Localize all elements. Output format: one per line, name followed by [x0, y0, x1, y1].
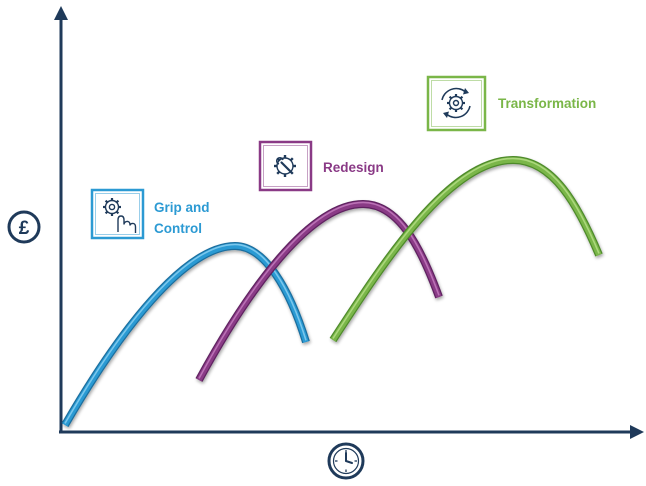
hand-gear-icon	[90, 188, 145, 240]
gear-cycle-icon	[426, 75, 487, 132]
gear-wrench-icon	[258, 140, 313, 192]
stage-label-line: Redesign	[323, 160, 384, 175]
stage-label-line: Grip and	[154, 200, 210, 215]
curve-redesign	[195, 199, 443, 382]
x-axis-arrow	[630, 425, 644, 439]
curves	[61, 155, 603, 428]
stage-label-line: Control	[154, 221, 202, 236]
stage-label-redesign: Redesign	[323, 160, 384, 175]
stage-label-transformation: Transformation	[498, 96, 596, 111]
pound-symbol: £	[19, 218, 30, 239]
stage-redesign: Redesign	[258, 140, 384, 192]
pound-sign-icon: £	[7, 210, 41, 244]
stage-transformation: Transformation	[426, 75, 596, 132]
axes	[54, 6, 644, 439]
y-axis-arrow	[54, 6, 68, 20]
stage-label-line: Transformation	[498, 96, 596, 111]
stage-label-grip-and-control: Grip and Control	[154, 200, 213, 236]
stage-grip-and-control: Grip and Control	[90, 188, 213, 240]
clock-icon	[327, 442, 365, 480]
